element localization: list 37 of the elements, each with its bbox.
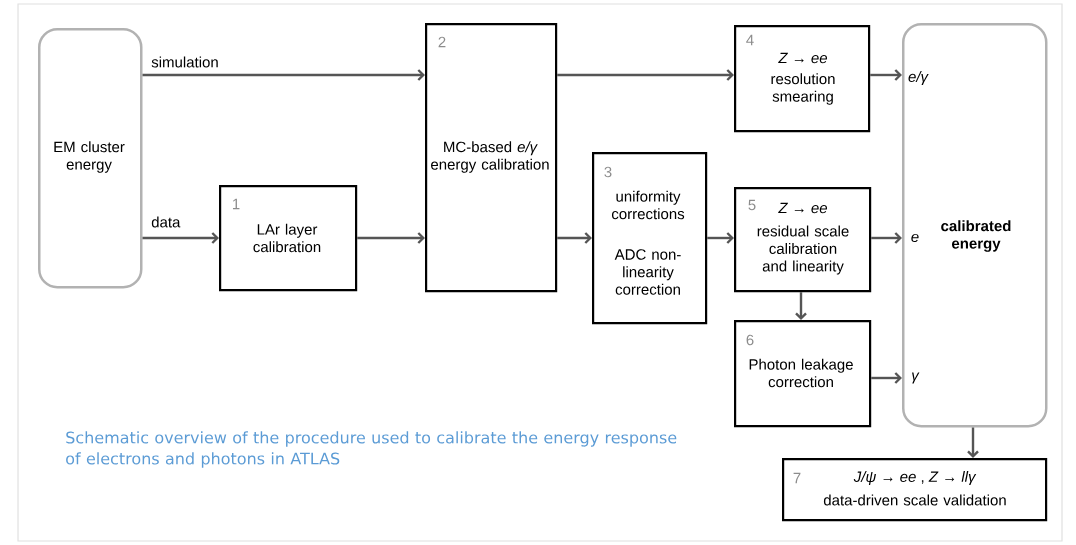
edge-label: data [150,215,182,229]
arrow [557,69,734,81]
step-number: 4 [746,34,754,46]
formula-text: e/γ [908,71,929,85]
arrow [557,232,592,244]
arrow [142,232,219,244]
box-text: resolution smearing [771,73,835,105]
formula-text: γ [912,372,920,384]
box-text: EM cluster energy [54,141,125,173]
arrow [795,292,807,320]
step-number: 1 [233,198,240,210]
result-text: calibrated energy [941,220,1011,252]
arrow [357,232,425,244]
edge-label: simulation [150,55,220,69]
arrow [707,232,734,244]
box-text: data-driven scale validation [823,494,1006,506]
arrow [142,69,425,81]
arrow [871,232,902,244]
step-number: 7 [793,472,801,484]
caption: Schematic overview of the procedure used to calibrate the energy response of electrons and photons in ATLAS [66,431,677,468]
box-text: ADC non-linearity correction [614,249,681,295]
step-number: 5 [748,199,756,211]
step-number: 2 [438,36,446,48]
arrow [870,69,902,81]
step-number: 6 [746,334,754,346]
arrow [967,427,979,458]
box-text: residual scale calibration and linearity [757,225,849,275]
box-text: uniformity corrections [611,190,685,220]
arrow [871,372,902,384]
box-text: LAr layer calibration [253,223,321,253]
box-text: Photon leakage correction [749,358,853,388]
formula-text: Z → ee [778,202,827,214]
formula-text: Z → ee [778,52,827,64]
formula-text: e [911,233,919,243]
box-text: MC-based e/γ energy calibration [431,141,549,173]
step-number: 3 [604,166,612,178]
box-text: J/ψ → ee , Z → llγ [853,471,977,485]
